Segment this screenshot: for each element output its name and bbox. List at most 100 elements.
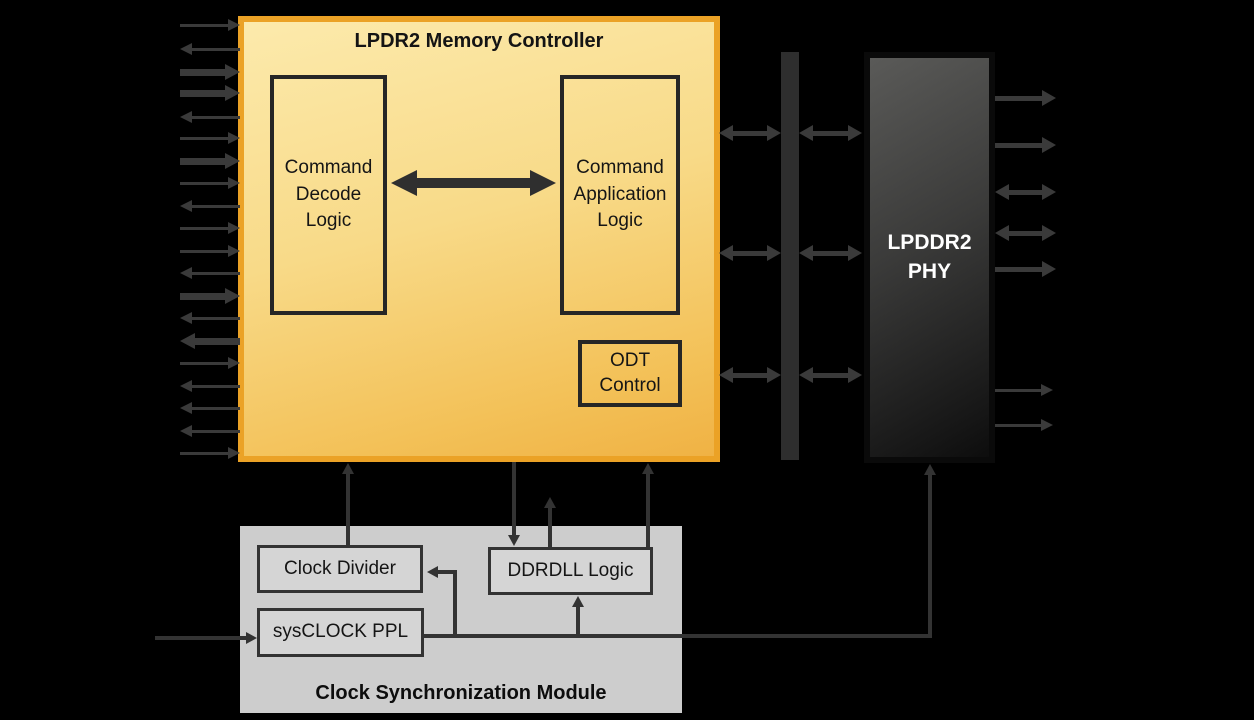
arrow-head [180,425,192,437]
arrow-shaft [928,473,932,638]
arrow-shaft [155,636,248,640]
phy-output-arrow [995,261,1056,277]
arrow-head [1042,261,1056,277]
phy-output-arrow [995,90,1056,106]
host-side-arrow [180,177,240,189]
arrow-head [1042,184,1056,200]
arrow-head [848,245,862,261]
host-side-arrow [180,425,240,437]
arrow-head [1042,225,1056,241]
phy-output-arrow [995,137,1056,153]
host-side-arrow [180,43,240,55]
arrow-head [180,312,192,324]
arrow-head [180,200,192,212]
clock-divider-block: Clock Divider [257,545,423,593]
arrow-head [543,497,556,508]
arrow-shaft [995,423,1043,427]
phy-io-arrow [995,184,1056,200]
arrow-shaft [180,361,230,365]
bus-to-phy-arrow [799,367,862,383]
arrow-shaft [995,95,1044,101]
arrow-shaft [995,388,1043,392]
arrow-head [180,380,192,392]
host-side-arrow [180,222,240,234]
arrow-head [995,225,1009,241]
arrow-head [180,402,192,414]
host-side-arrow [180,19,240,31]
bus-to-phy-arrow [799,125,862,141]
arrow-head [719,367,733,383]
host-side-arrow [180,200,240,212]
arrow-head [719,125,733,141]
phy-io-arrow [995,225,1056,241]
controller-to-bus-arrow [719,245,781,261]
arrow-head [767,367,781,383]
arrow-shaft [731,250,769,256]
host-side-arrow [180,357,240,369]
host-side-arrow [180,63,240,81]
host-side-arrow [180,312,240,324]
arrow-shaft [180,249,230,253]
lpddr2-phy-block: LPDDR2 PHY [864,52,995,463]
arrow-shaft [190,316,240,320]
arrow-shaft [1007,230,1044,236]
arrow-head [1041,384,1053,396]
arrow-head [767,245,781,261]
arrow-shaft [995,142,1044,148]
arrow-head [719,245,733,261]
arrow-head [180,332,195,349]
arrow-head [180,111,192,123]
controller-to-bus-arrow [719,367,781,383]
arrow-shaft [811,250,850,256]
memory-bus-bar [781,52,799,460]
arrow-head [923,464,936,475]
arrow-head [767,125,781,141]
arrow-shaft [731,130,769,136]
arrow-shaft [190,115,240,119]
host-side-arrow [180,447,240,459]
host-side-arrow [180,267,240,279]
arrow-shaft [180,226,230,230]
arrow-head [180,267,192,279]
arrow-shaft [180,23,230,27]
host-side-arrow [180,132,240,144]
clock-sync-module-title: Clock Synchronization Module [315,682,607,704]
host-side-arrow [180,111,240,123]
arrow-shaft [180,292,227,300]
host-side-arrow [180,245,240,257]
arrow-shaft [180,181,230,185]
bus-to-phy-arrow [799,245,862,261]
arrow-shaft [811,372,850,378]
arrow-head [641,463,654,474]
arrow-shaft [190,271,240,275]
arrow-shaft [1007,189,1044,195]
arrow-shaft [190,406,240,410]
sysclock-ppl-block: sysCLOCK PPL [257,608,424,657]
host-side-arrow [180,332,240,350]
phy-output-arrow [995,419,1053,431]
command-application-logic-block: Command Application Logic [560,75,680,315]
memory-controller-title: LPDR2 Memory Controller [354,30,604,52]
arrow-head [180,43,192,55]
pll-to-phy-arrow [923,464,937,638]
arrow-shaft [995,266,1044,272]
arrow-head [848,367,862,383]
arrow-shaft [180,136,230,140]
host-side-arrow [180,152,240,170]
arrow-head [1041,419,1053,431]
phy-output-arrow [995,384,1053,396]
command-decode-logic-block: Command Decode Logic [270,75,387,315]
host-side-arrow [180,402,240,414]
arrow-shaft [190,429,240,433]
arrow-shaft [180,451,230,455]
host-side-arrow [180,380,240,392]
arrow-shaft [190,204,240,208]
arrow-head [341,463,354,474]
arrow-head [848,125,862,141]
ddrdll-logic-block: DDRDLL Logic [488,547,653,595]
arrow-head [1042,90,1056,106]
arrow-shaft [190,384,240,388]
host-side-arrow [180,287,240,305]
arrow-head [799,245,813,261]
